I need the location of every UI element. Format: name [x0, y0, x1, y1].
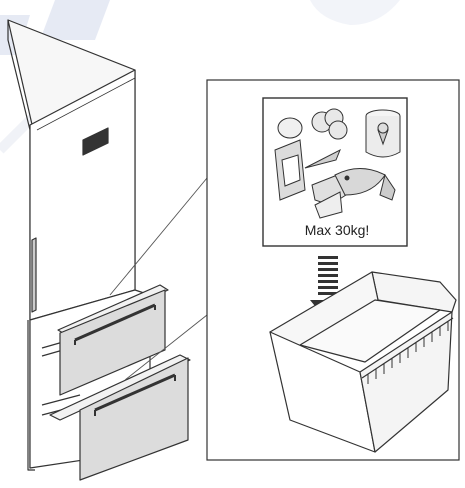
- food-items-icon: [274, 108, 401, 219]
- max-load-label: Max 30kg!: [304, 222, 370, 238]
- freezer-drawer-icon: [269, 271, 457, 453]
- display-panel: [82, 127, 109, 156]
- food-items-card: [262, 97, 408, 247]
- freezer-drawer-icon: [57, 284, 169, 396]
- freezer-drawer-icon: [49, 354, 191, 481]
